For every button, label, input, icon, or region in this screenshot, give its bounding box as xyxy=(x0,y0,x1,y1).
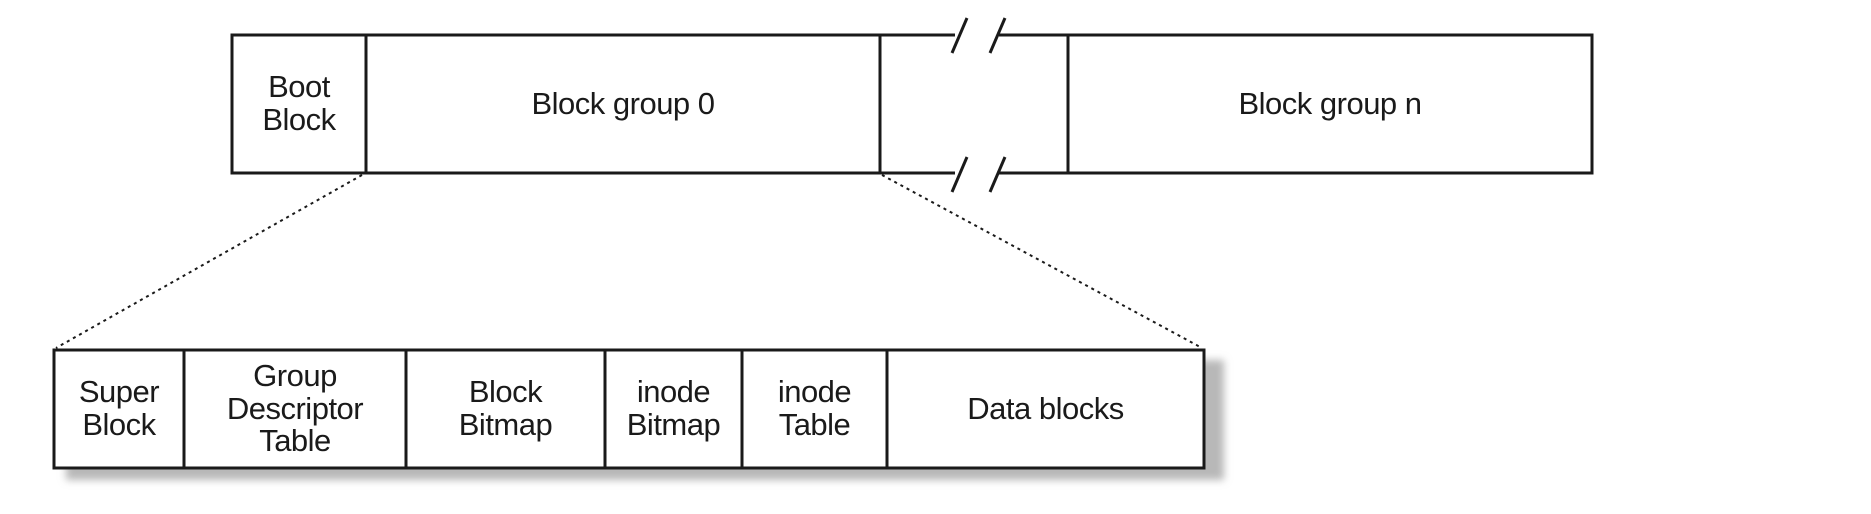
super-block-label: Super Block xyxy=(78,374,160,442)
zoom-line-right xyxy=(881,174,1203,349)
break-marks-bottom xyxy=(950,156,1007,193)
block-group-0-label: Block group 0 xyxy=(531,85,715,121)
block-bitmap-label: Block Bitmap xyxy=(458,374,553,442)
break-gap-top-mask xyxy=(955,30,999,42)
block-group-detail-bar xyxy=(52,348,1206,470)
disk-layout-bar xyxy=(230,33,1594,175)
block-group-n-label: Block group n xyxy=(1238,85,1422,121)
data-blocks-label: Data blocks xyxy=(967,390,1124,426)
group-descriptor-table-label: Group Descriptor Table xyxy=(226,358,364,459)
break-marks-top xyxy=(950,17,1007,54)
inode-table-label: inode Table xyxy=(777,374,852,442)
boot-block-label: Boot Block xyxy=(262,69,336,137)
inode-bitmap-label: inode Bitmap xyxy=(626,374,721,442)
break-gap-bottom-mask xyxy=(955,166,999,178)
zoom-line-left xyxy=(55,174,363,349)
